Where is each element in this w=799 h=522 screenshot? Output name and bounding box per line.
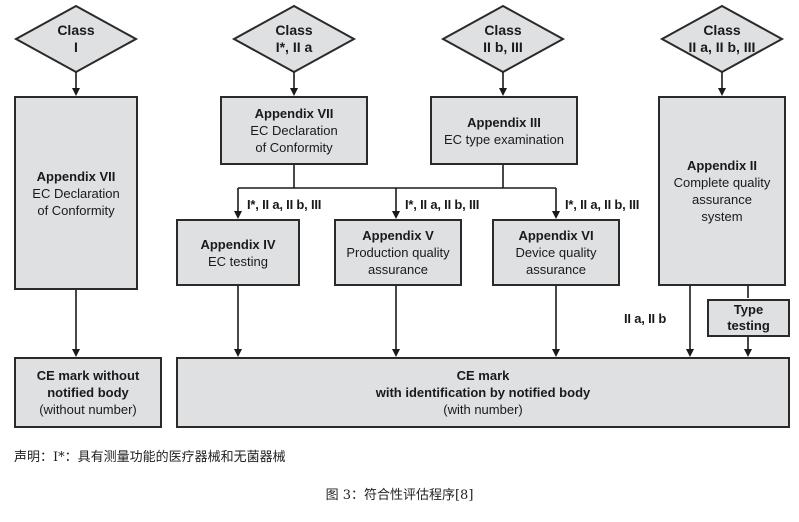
box-line: notified body — [47, 385, 129, 400]
box-title: Appendix VI — [518, 228, 594, 243]
box-title: Appendix II — [686, 158, 758, 173]
box-line: assurance — [368, 262, 428, 277]
class-1-label: Class I — [36, 22, 116, 56]
box-title: Appendix IV — [200, 236, 276, 252]
class-2-line2: I*, II a — [275, 39, 313, 55]
ce-mark-without-box: CE mark without notified body (without n… — [14, 357, 162, 428]
box-line: of Conformity — [37, 202, 115, 218]
edge-label-appendix-v: I*, II a, II b, III — [405, 197, 480, 212]
class-3-line2: II b, III — [483, 39, 523, 55]
appendix-v-box: Appendix V Production quality assurance — [334, 219, 462, 286]
box-line: Device quality — [515, 245, 597, 260]
class-4-line2: II a, II b, III — [688, 39, 756, 55]
appendix-iii-box: Appendix III EC type examination — [430, 96, 578, 165]
class-1-line2: I — [74, 39, 78, 55]
box-line: Production quality — [346, 245, 450, 260]
box-title: Appendix V — [362, 228, 434, 243]
appendix-vii-center-box: Appendix VII EC Declaration of Conformit… — [220, 96, 368, 165]
class-3-line1: Class — [484, 22, 522, 38]
figure-caption: 图 3：符合性评估程序[8] — [325, 488, 474, 503]
box-line: Complete quality — [673, 175, 771, 190]
box-title: CE mark — [456, 368, 510, 383]
edge-label-appendix-iv: I*, II a, II b, III — [247, 197, 322, 212]
box-line: assurance — [692, 192, 752, 207]
appendix-ii-box: Appendix II Complete quality assurance s… — [658, 96, 786, 286]
class-3-label: Class II b, III — [463, 22, 543, 56]
class-2-line1: Class — [275, 22, 313, 38]
box-line: (with number) — [443, 402, 523, 417]
box-title: Type — [733, 302, 764, 317]
box-title: Appendix III — [467, 114, 541, 130]
box-line: testing — [727, 318, 770, 333]
appendix-iv-box: Appendix IV EC testing — [176, 219, 300, 286]
footnote: 声明：I*：具有测量功能的医疗器械和无菌器械 — [14, 450, 286, 465]
edge-label-appendix-ii: II a, II b — [624, 311, 667, 326]
type-testing-box: Type testing — [707, 299, 790, 337]
box-title: Appendix VII — [36, 168, 116, 184]
box-line: EC Declaration — [32, 185, 120, 201]
class-2-label: Class I*, II a — [254, 22, 334, 56]
box-line: with identification by notified body — [375, 385, 591, 400]
box-line: assurance — [526, 262, 586, 277]
box-line: of Conformity — [255, 140, 333, 155]
appendix-vii-left-box: Appendix VII EC Declaration of Conformit… — [14, 96, 138, 290]
box-title: Appendix VII — [254, 106, 334, 121]
class-4-line1: Class — [703, 22, 741, 38]
box-line: EC type examination — [444, 131, 564, 147]
ce-mark-with-box: CE mark with identification by notified … — [176, 357, 790, 428]
edge-label-appendix-vi: I*, II a, II b, III — [565, 197, 640, 212]
class-4-label: Class II a, II b, III — [672, 22, 772, 56]
connector-lines — [13, 4, 785, 357]
class-1-line1: Class — [57, 22, 95, 38]
box-title: CE mark without — [36, 368, 140, 383]
appendix-vi-box: Appendix VI Device quality assurance — [492, 219, 620, 286]
box-line: system — [701, 209, 743, 224]
box-line: EC Declaration — [250, 123, 338, 138]
box-line: EC testing — [208, 253, 268, 269]
box-line: (without number) — [39, 402, 137, 417]
